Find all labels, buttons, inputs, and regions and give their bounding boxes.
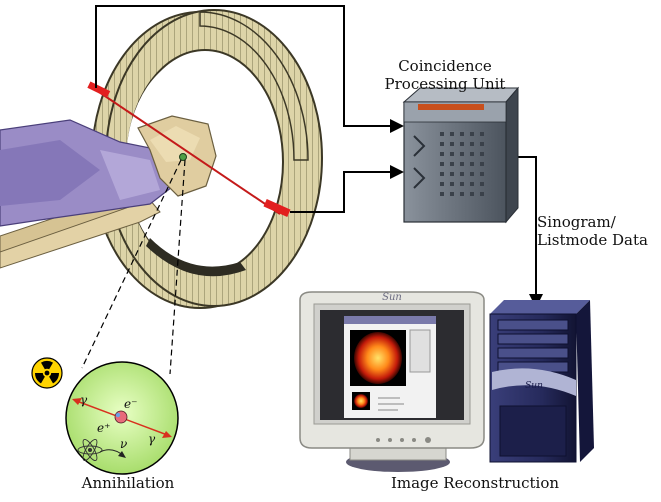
- cpu-label-line2: Processing Unit: [384, 75, 506, 93]
- gamma-right: γ: [148, 432, 156, 446]
- electron-label: e⁻: [124, 397, 137, 411]
- crt-monitor: Sun: [299, 291, 485, 472]
- zoom-lines: [81, 159, 186, 375]
- annihilation-inset: γ γ e⁻ e⁺ ν: [65, 361, 179, 475]
- positron-label: e⁺: [97, 421, 110, 435]
- sun-workstation-tower: Sun: [489, 300, 594, 463]
- radiation-hazard-icon: [31, 357, 63, 389]
- line-of-response: [95, 89, 281, 215]
- image-reconstruction-label: Image Reconstruction: [390, 474, 560, 492]
- ring-front-rim: [199, 11, 309, 161]
- sinogram-label: Sinogram/ Listmode Data: [537, 213, 648, 249]
- detector-hit-bottom: [263, 199, 291, 217]
- coincidence-processing-unit: [402, 86, 520, 224]
- detector-hit-top: [87, 81, 111, 98]
- sino-label-line1: Sinogram/: [537, 213, 616, 231]
- sino-label-line2: Listmode Data: [537, 231, 648, 249]
- coincidence-processing-unit-label: Coincidence Processing Unit: [330, 57, 560, 93]
- gamma-left: γ: [80, 393, 88, 407]
- neutrino-label: ν: [120, 437, 127, 451]
- atom-icon: [77, 438, 103, 462]
- tower-logo: Sun: [525, 381, 543, 391]
- annihilation-label: Annihilation: [81, 474, 175, 492]
- annihilation-point: [179, 153, 187, 161]
- cpu-label-line1: Coincidence: [398, 57, 492, 75]
- monitor-logo: Sun: [382, 292, 402, 303]
